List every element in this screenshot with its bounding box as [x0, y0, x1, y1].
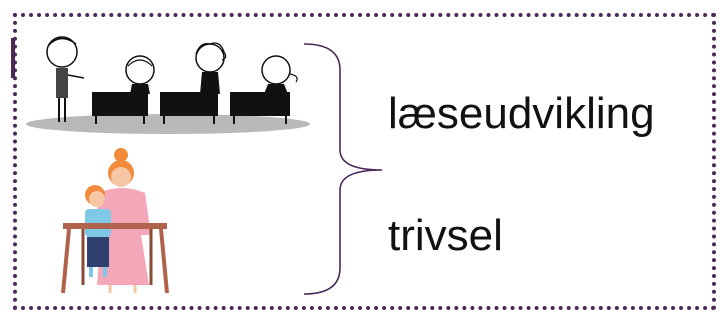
classroom-sketch-icon [26, 36, 310, 134]
curly-brace-icon [303, 43, 383, 295]
label-reading-development: læseudvikling [388, 89, 655, 138]
frame-accent [11, 38, 15, 78]
label-wellbeing: trivsel [388, 211, 503, 260]
dotted-frame [13, 13, 716, 310]
reading-together-icon [61, 148, 169, 294]
